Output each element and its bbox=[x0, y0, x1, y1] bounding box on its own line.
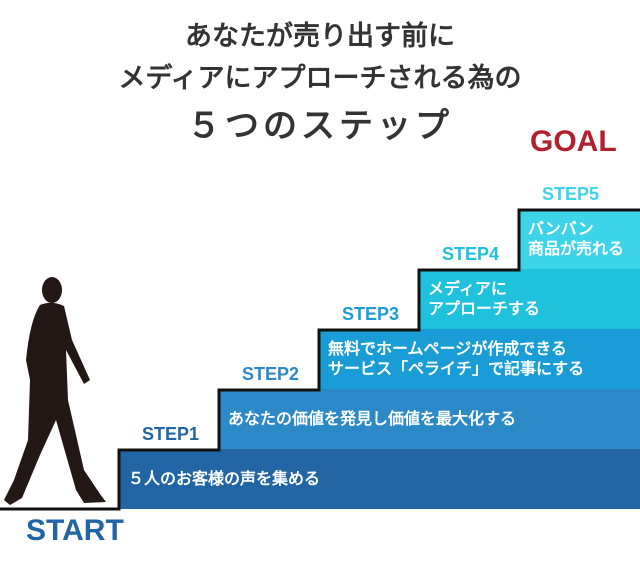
step3-text-1: 無料でホームページが作成できる bbox=[328, 339, 567, 358]
step3-block: 無料でホームページが作成できるサービス「ペライチ」で記事にする bbox=[318, 329, 640, 389]
title-line-1: あなたが売り出す前に bbox=[185, 21, 455, 52]
step2-text: あなたの価値を発見し価値を最大化する bbox=[228, 409, 517, 428]
step5-text-1: バンバン bbox=[528, 219, 594, 238]
person-silhouette-icon bbox=[4, 277, 106, 505]
step1-block: ５人のお客様の声を集める bbox=[118, 449, 640, 509]
step4-block: メディアにアプローチする bbox=[418, 269, 640, 329]
stair-outline bbox=[0, 208, 640, 511]
step1-text: ５人のお客様の声を集める bbox=[128, 469, 321, 488]
goal-label: GOAL bbox=[530, 125, 617, 158]
title-line-2: メディアにアプローチされる為の bbox=[118, 63, 522, 94]
step4-label: STEP4 bbox=[442, 244, 500, 264]
step3-label: STEP3 bbox=[342, 304, 400, 324]
step5-block: バンバン商品が売れる bbox=[518, 209, 640, 269]
step3-text-2: サービス「ペライチ」で記事にする bbox=[328, 359, 585, 378]
step2-block: あなたの価値を発見し価値を最大化する bbox=[218, 389, 640, 449]
step1-label: STEP1 bbox=[142, 424, 200, 444]
step4-text-1: メディアに bbox=[428, 279, 507, 298]
start-label: START bbox=[26, 514, 124, 547]
step5-label: STEP5 bbox=[542, 184, 600, 204]
step4-text-2: アプローチする bbox=[428, 299, 541, 318]
step2-label: STEP2 bbox=[242, 364, 300, 384]
step5-text-2: 商品が売れる bbox=[528, 239, 625, 258]
title-line-3: ５つのステップ bbox=[187, 106, 453, 146]
